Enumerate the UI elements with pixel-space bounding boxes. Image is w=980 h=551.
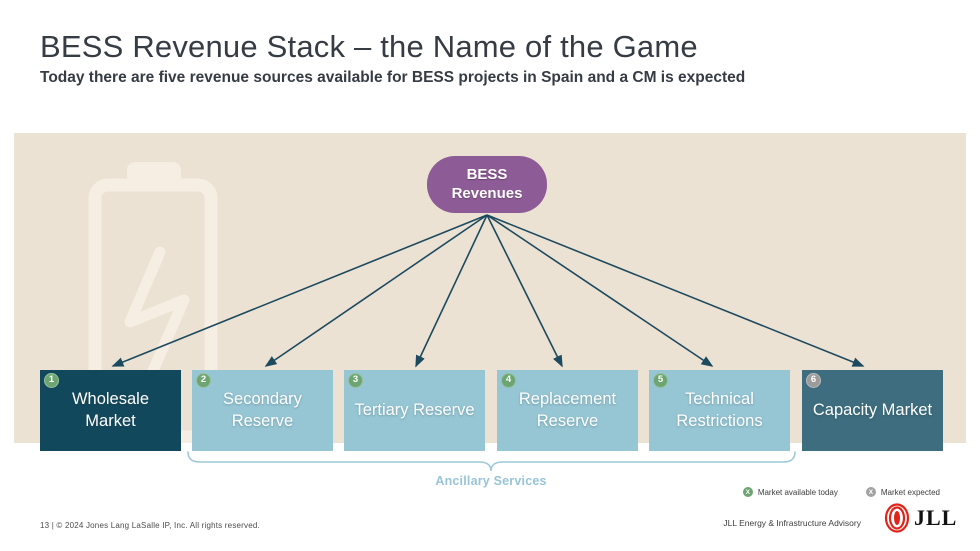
footer-copyright: 13 | © 2024 Jones Lang LaSalle IP, Inc. … xyxy=(40,521,260,530)
number-badge: 6 xyxy=(806,373,821,388)
root-node-label-line2: Revenues xyxy=(451,184,523,202)
number-badge: 3 xyxy=(348,373,363,388)
box-label: Replacement Reserve xyxy=(518,390,617,430)
number-badge: 1 xyxy=(44,373,59,388)
footer-division-label: JLL Energy & Infrastructure Advisory xyxy=(723,518,861,528)
page-subtitle: Today there are five revenue sources ava… xyxy=(40,69,746,86)
diagram-box-secondary-reserve: 2 Secondary Reserve xyxy=(192,370,333,451)
page-title: BESS Revenue Stack – the Name of the Gam… xyxy=(40,29,698,64)
box-label: Technical Restrictions xyxy=(676,390,763,430)
number-badge: 4 xyxy=(501,373,516,388)
diagram-box-wholesale-market: 1 Wholesale Market xyxy=(40,370,181,451)
legend-label: Market available today xyxy=(757,487,838,497)
number-badge: 5 xyxy=(653,373,668,388)
number-badge: 2 xyxy=(196,373,211,388)
circle-x-green-icon: X xyxy=(742,487,753,497)
legend-label: Market expected xyxy=(880,487,940,497)
box-label: Wholesale Market xyxy=(71,390,150,430)
diagram-box-replacement-reserve: 4 Replacement Reserve xyxy=(497,370,638,451)
root-node-label-line1: BESS xyxy=(466,165,508,183)
legend-item-available: X Market available today xyxy=(742,487,838,497)
root-node-bess-revenues: BESS Revenues xyxy=(427,156,547,213)
diagram-box-technical-restrictions: 5 Technical Restrictions xyxy=(649,370,790,451)
jll-wordmark: JLL xyxy=(914,505,958,530)
box-label: Capacity Market xyxy=(812,400,933,419)
diagram-box-tertiary-reserve: 3 Tertiary Reserve xyxy=(344,370,485,451)
legend: X Market available today X Market expect… xyxy=(742,487,940,497)
legend-item-expected: X Market expected xyxy=(865,487,940,497)
box-label: Tertiary Reserve xyxy=(354,400,475,419)
box-label: Secondary Reserve xyxy=(223,390,302,430)
diagram-box-capacity-market: 6 Capacity Market xyxy=(802,370,943,451)
ancillary-services-label: Ancillary Services xyxy=(435,474,547,488)
jll-logo: JLL xyxy=(884,503,957,533)
jll-rings-icon xyxy=(884,503,910,533)
circle-x-gray-icon: X xyxy=(865,487,876,497)
